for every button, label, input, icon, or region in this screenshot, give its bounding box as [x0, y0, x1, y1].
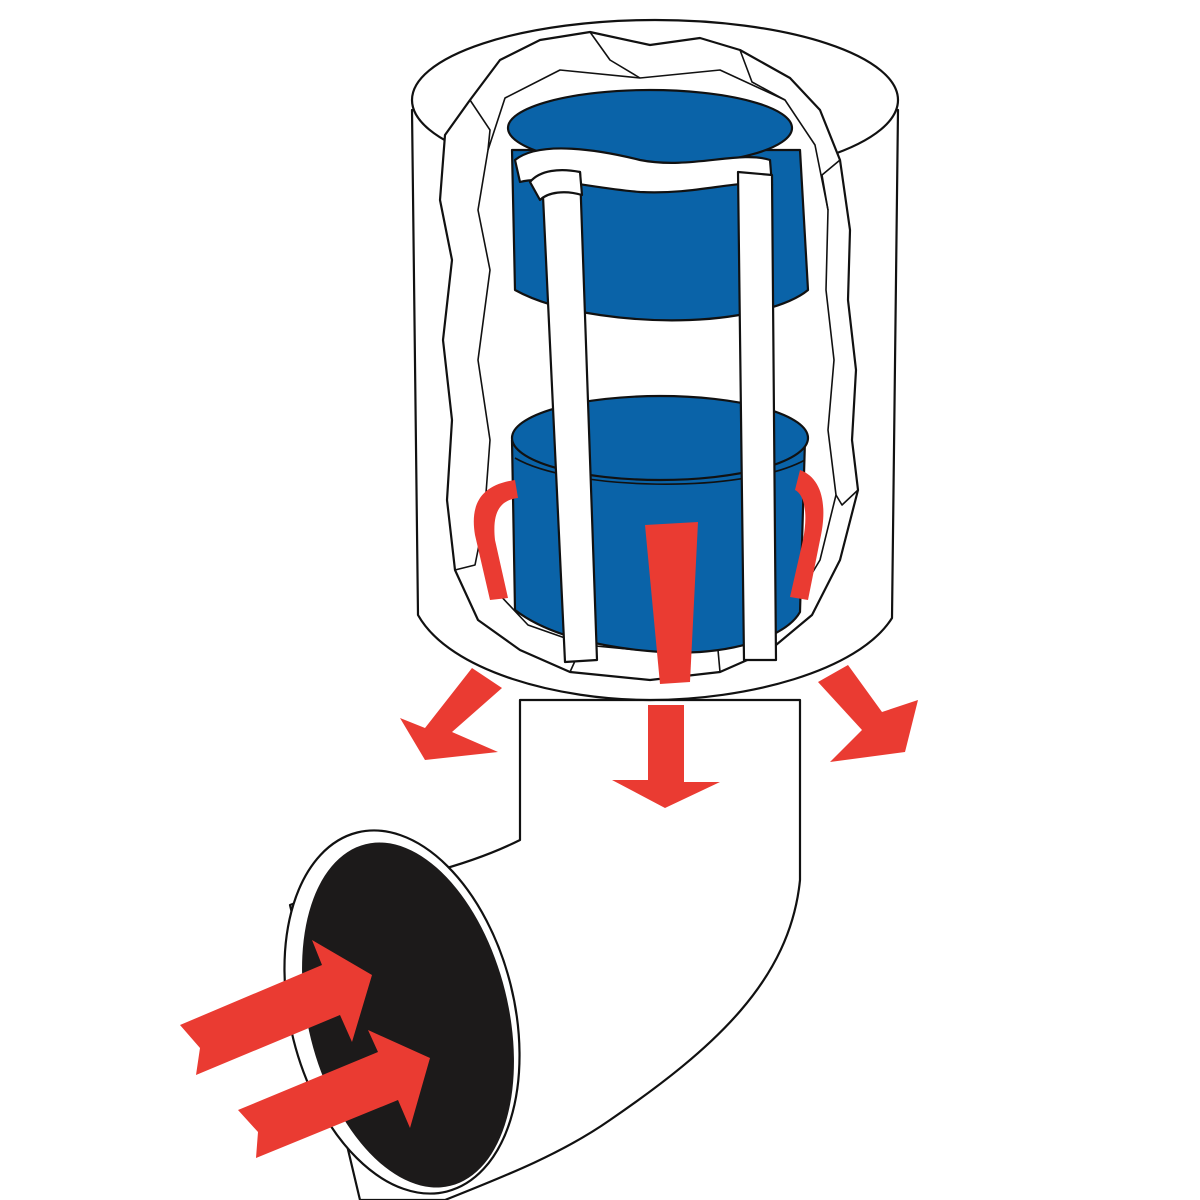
tear-detail-1 — [469, 99, 491, 151]
exhaust-arrow-right — [818, 665, 918, 762]
intake-arrow-upper — [180, 940, 372, 1075]
cutaway-inner-wall — [477, 69, 837, 653]
tear-detail-2 — [589, 31, 641, 79]
exhaust-arrow-center — [612, 705, 720, 808]
flow-curve-left — [473, 480, 518, 600]
strut-right — [736, 170, 778, 662]
tear-detail-5 — [835, 489, 859, 506]
airflow-arrows — [180, 470, 918, 1158]
strut-curve-left — [528, 169, 584, 202]
flow-center-inner — [645, 522, 698, 684]
flow-curve-right — [790, 470, 824, 600]
tear-detail-4 — [821, 159, 841, 211]
support-struts — [513, 147, 778, 664]
tear-detail-3 — [739, 49, 786, 101]
exhaust-arrow-left — [400, 668, 502, 760]
intake-arrow-lower — [238, 1030, 430, 1158]
